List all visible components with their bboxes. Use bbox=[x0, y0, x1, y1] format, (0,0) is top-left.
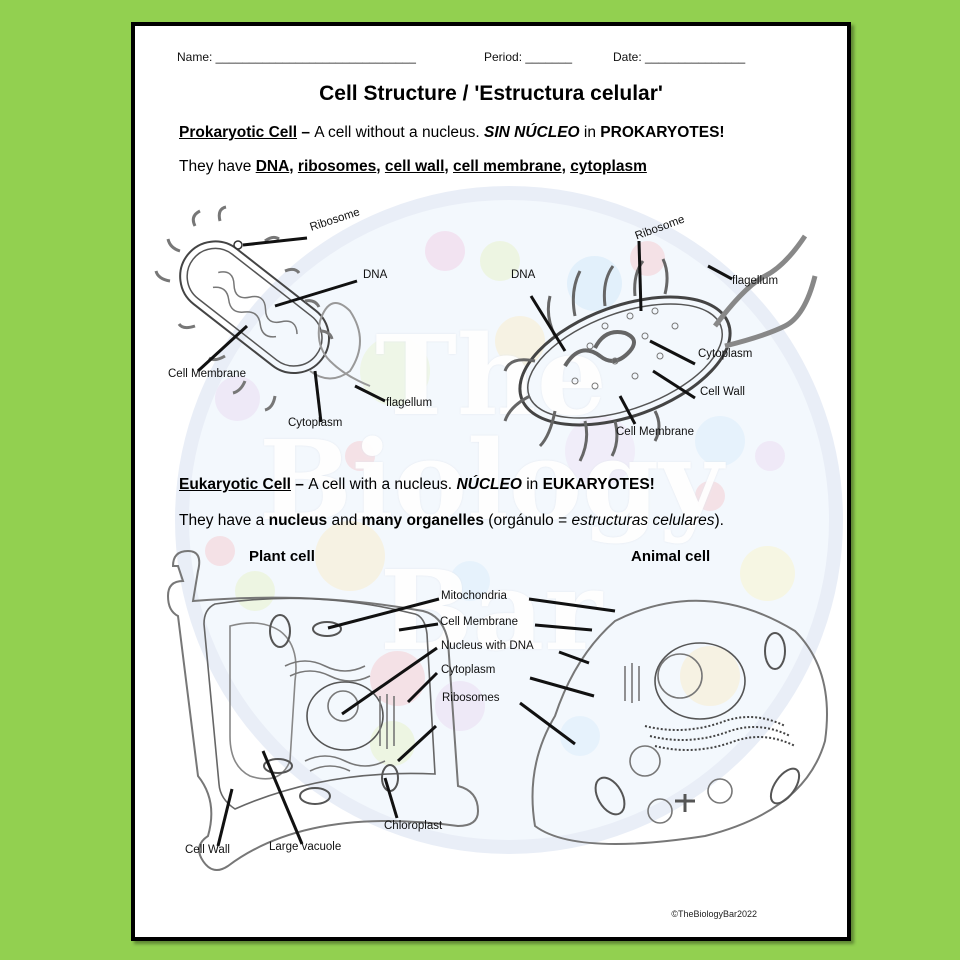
label-cell-wall-2: Cell Wall bbox=[700, 386, 745, 398]
plant-cell-diagram bbox=[166, 549, 480, 871]
watermark-text-biology: Biology bbox=[258, 416, 724, 545]
dash: – bbox=[297, 124, 315, 141]
label-mitochondria: Mitochondria bbox=[441, 590, 507, 602]
coccus-diagram bbox=[503, 234, 818, 462]
label-large-vacuole: Large vacuole bbox=[269, 841, 342, 853]
bacillus-diagram bbox=[154, 205, 371, 412]
watermark-dot bbox=[630, 241, 665, 276]
dash: – bbox=[291, 476, 309, 493]
part-cell-membrane: cell membrane bbox=[453, 158, 562, 175]
watermark-dot bbox=[695, 416, 745, 466]
part-cytoplasm: cytoplasm bbox=[570, 158, 647, 175]
label-nucleus: Nucleus with DNA bbox=[441, 640, 534, 652]
eukaryotic-spanish: NÚCLEO bbox=[456, 476, 522, 493]
label-cytoplasm-2: Cytoplasm bbox=[698, 348, 753, 360]
label-cell-membrane-1: Cell Membrane bbox=[168, 368, 246, 380]
nucleus-word: nucleus bbox=[268, 512, 328, 529]
watermark-dot bbox=[755, 441, 785, 471]
watermark-dot bbox=[565, 416, 635, 486]
label-dna-2: DNA bbox=[511, 269, 536, 281]
worksheet-page: The Biology Bar Name: __________________… bbox=[131, 22, 851, 941]
and-word: and bbox=[327, 512, 362, 529]
eukaryotic-organelles: They have a nucleus and many organelles … bbox=[179, 512, 724, 530]
watermark-dot bbox=[450, 561, 490, 601]
watermark-dot bbox=[315, 521, 385, 591]
part-dna: DNA bbox=[255, 158, 290, 175]
animal-cell-title: Animal cell bbox=[631, 548, 711, 565]
watermark-dot bbox=[435, 681, 485, 731]
date-field-label: Date: _______________ bbox=[613, 50, 746, 64]
label-dna-1: DNA bbox=[363, 269, 388, 281]
part-ribosomes: ribosomes bbox=[297, 158, 377, 175]
have-intro: They have a bbox=[179, 512, 269, 529]
eukaryotic-group: EUKARYOTES! bbox=[542, 476, 655, 493]
prokaryotic-parts: They have DNA, ribosomes, cell wall, cel… bbox=[179, 158, 647, 175]
label-cytoplasm: Cytoplasm bbox=[441, 664, 496, 676]
watermark-dot bbox=[495, 316, 545, 366]
label-cell-membrane-2: Cell Membrane bbox=[616, 426, 694, 438]
prokaryotic-definition-text: A cell without a nucleus. bbox=[314, 124, 485, 141]
prokaryotic-definition: Prokaryotic Cell – A cell without a nucl… bbox=[179, 124, 725, 142]
plant-cell-title: Plant cell bbox=[249, 548, 315, 565]
paren-italic: estructuras celulares bbox=[571, 512, 715, 529]
label-flagellum-1: flagellum bbox=[386, 397, 433, 409]
watermark-dot bbox=[215, 376, 260, 421]
eukaryotic-term: Eukaryotic Cell bbox=[179, 476, 291, 493]
label-ribosomes: Ribosomes bbox=[442, 692, 500, 704]
watermark-dot bbox=[695, 481, 725, 511]
watermark-text-the: The bbox=[375, 311, 607, 440]
paren-open: (orgánulo = bbox=[484, 512, 572, 529]
name-field-label: Name: ______________________________ bbox=[177, 50, 416, 64]
page-title: Cell Structure / 'Estructura celular' bbox=[319, 82, 663, 105]
prokaryotic-spanish: SIN NÚCLEO bbox=[484, 124, 580, 141]
paren-close: ). bbox=[714, 512, 724, 529]
watermark-dot bbox=[370, 721, 415, 766]
watermark-dot bbox=[425, 231, 465, 271]
watermark-dot bbox=[370, 651, 425, 706]
label-cell-membrane: Cell Membrane bbox=[440, 616, 518, 628]
watermark-dot bbox=[235, 571, 275, 611]
watermark-dot bbox=[345, 441, 375, 471]
eukaryote-leader-lines bbox=[216, 597, 616, 847]
in-word: in bbox=[579, 124, 601, 141]
label-chloroplast: Chloroplast bbox=[384, 820, 443, 832]
label-cell-wall: Cell Wall bbox=[185, 844, 230, 856]
prokaryotic-term: Prokaryotic Cell bbox=[179, 124, 298, 141]
prokaryote-leader-lines bbox=[196, 236, 733, 425]
prokaryotic-group: PROKARYOTES! bbox=[600, 124, 725, 141]
copyright: ©TheBiologyBar2022 bbox=[671, 909, 757, 919]
animal-cell-diagram bbox=[531, 599, 828, 845]
watermark-dot bbox=[205, 536, 235, 566]
watermark-dot bbox=[480, 241, 520, 281]
in-word: in bbox=[521, 476, 543, 493]
cell-diagrams bbox=[154, 205, 828, 871]
eukaryotic-definition-text: A cell with a nucleus. bbox=[308, 476, 457, 493]
have-intro: They have bbox=[179, 158, 256, 175]
part-cell-wall: cell wall bbox=[384, 158, 445, 175]
label-flagellum-2: flagellum bbox=[732, 275, 779, 287]
period-field-label: Period: _______ bbox=[484, 50, 573, 64]
eukaryotic-definition: Eukaryotic Cell – A cell with a nucleus.… bbox=[179, 476, 655, 494]
watermark-dot bbox=[740, 546, 795, 601]
organelles-word: many organelles bbox=[361, 512, 484, 529]
label-cytoplasm-1: Cytoplasm bbox=[288, 417, 343, 429]
